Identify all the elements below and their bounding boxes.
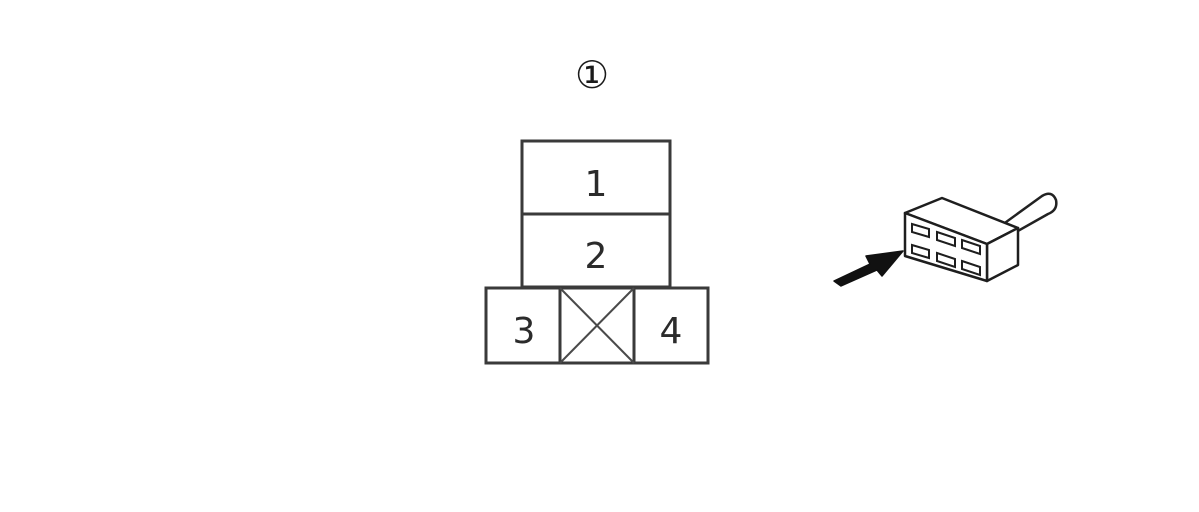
pin-label-3: 3 [513,311,536,352]
pin-label-4: 4 [660,311,683,352]
cross-box-icon [559,287,635,364]
pin-label-2: 2 [585,236,608,277]
connector-id-label: ① [574,53,610,97]
cable-icon [1001,192,1058,234]
pin-row-outline [484,286,710,365]
arrow-icon [833,250,904,287]
pin-label-1: 1 [585,164,608,205]
connector-cavities-icon [911,222,981,277]
